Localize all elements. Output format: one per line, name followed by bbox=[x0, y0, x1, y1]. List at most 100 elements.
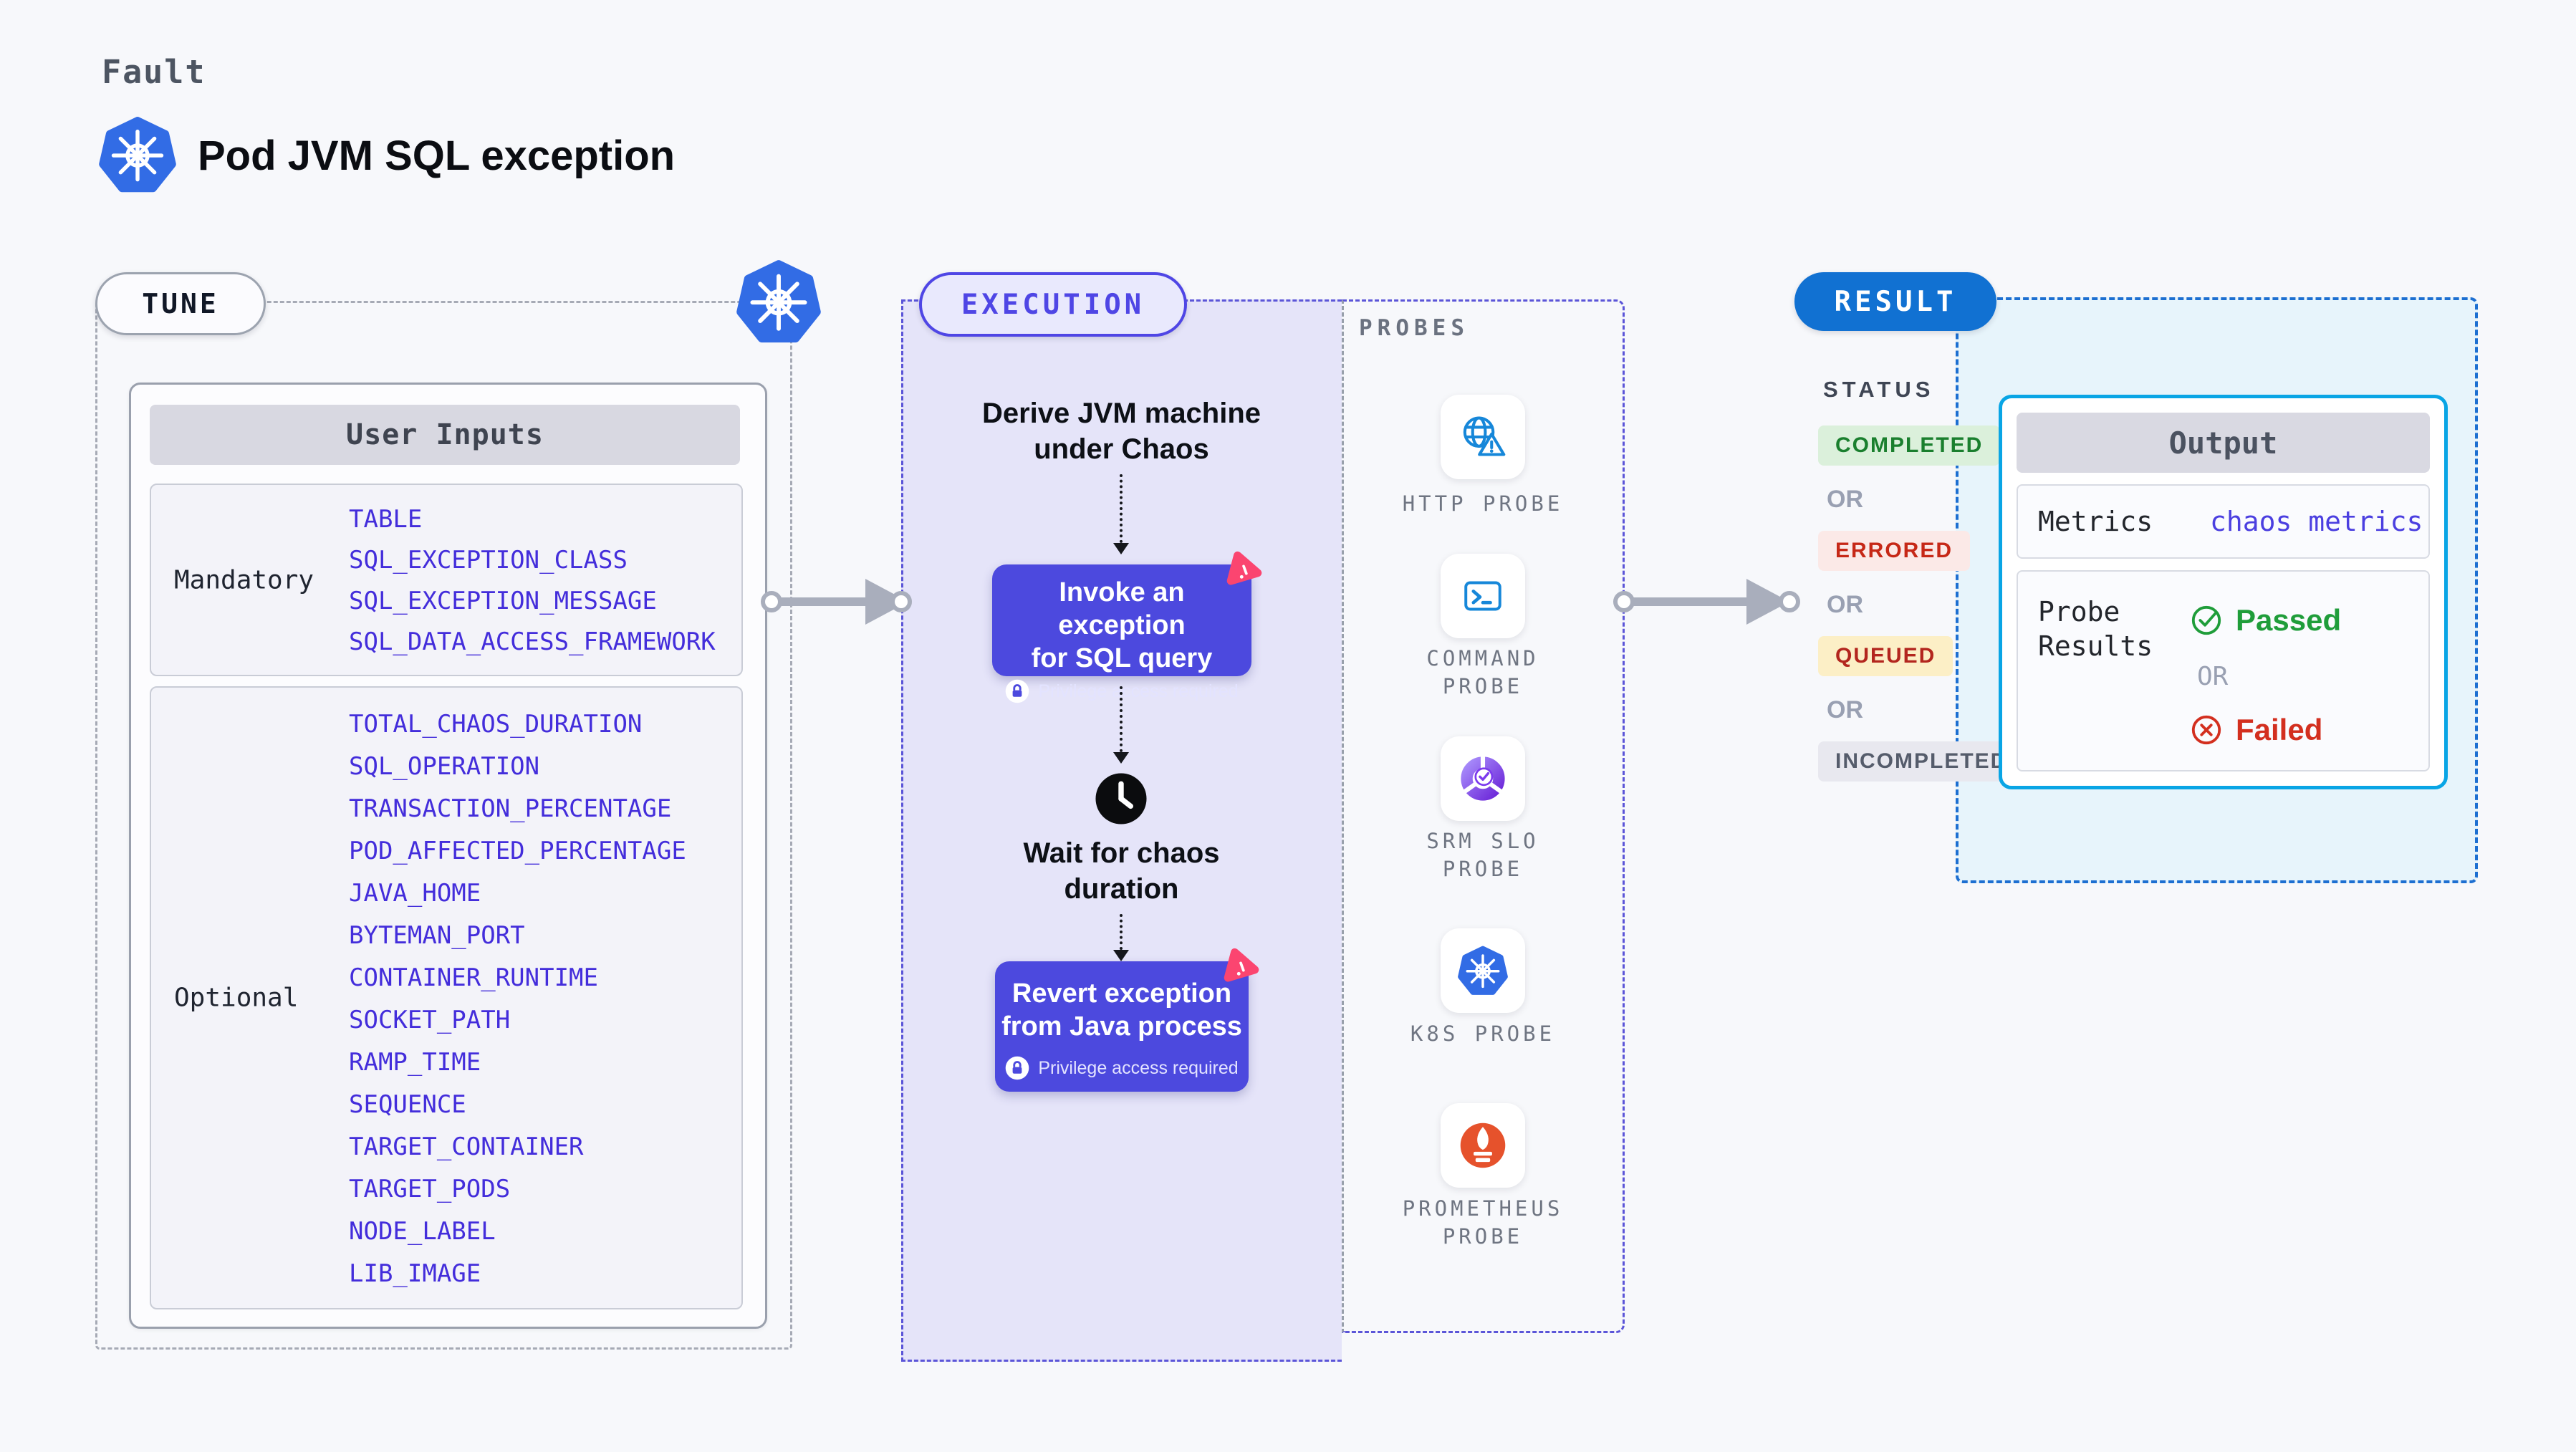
revert-title-line1: Revert exception bbox=[1011, 979, 1232, 1009]
metrics-label: Metrics bbox=[2038, 506, 2153, 537]
wait-step-text: Wait for chaos duration bbox=[901, 835, 1342, 907]
derive-line1: Derive JVM machine bbox=[981, 398, 1261, 429]
litmus-chaos-icon bbox=[1226, 551, 1262, 585]
failed-result: Failed bbox=[2190, 713, 2341, 747]
prometheus-flame-icon bbox=[1460, 1122, 1506, 1168]
param-item: SQL_OPERATION bbox=[349, 752, 540, 781]
param-item: BYTEMAN_PORT bbox=[349, 921, 525, 950]
probe-results-row: Probe Results Passed OR Faile bbox=[2017, 570, 2430, 771]
arrow-shaft bbox=[774, 597, 867, 606]
slo-donut-check-icon bbox=[1461, 755, 1505, 801]
connector-dot bbox=[761, 591, 782, 612]
lock-icon bbox=[1006, 679, 1029, 703]
wait-line1: Wait for chaos bbox=[1023, 837, 1220, 869]
lock-icon bbox=[1006, 1056, 1029, 1080]
probe-label: SRM SLO PROBE bbox=[1426, 829, 1539, 881]
probe-label: HTTP PROBE bbox=[1402, 491, 1564, 516]
revert-title-line2: from Java process bbox=[1001, 1011, 1242, 1042]
revert-exception-node: Revert exception from Java process Privi… bbox=[995, 948, 1259, 1092]
fault-kicker: Fault bbox=[102, 53, 206, 91]
param-item: TARGET_CONTAINER bbox=[349, 1133, 584, 1161]
tune-section-pill: TUNE bbox=[95, 272, 266, 335]
optional-params-box: Optional TOTAL_CHAOS_DURATION SQL_OPERAT… bbox=[150, 686, 743, 1309]
probes-section-box bbox=[1342, 299, 1625, 1333]
mandatory-label: Mandatory bbox=[174, 565, 314, 595]
privilege-badge-text: Privilege access required bbox=[1038, 681, 1239, 701]
flow-connector bbox=[1120, 686, 1123, 752]
connector-dot bbox=[1779, 591, 1800, 612]
passed-result: Passed bbox=[2190, 603, 2341, 638]
probe-label: COMMAND PROBE bbox=[1426, 646, 1539, 698]
probe-label: K8S PROBE bbox=[1410, 1021, 1556, 1046]
probe-label: PROMETHEUS PROBE bbox=[1402, 1196, 1564, 1249]
terminal-icon bbox=[1464, 581, 1501, 611]
or-separator: OR bbox=[1827, 591, 1863, 618]
probe-results-label: Probe Results bbox=[2038, 596, 2153, 662]
derive-step-text: Derive JVM machine under Chaos bbox=[901, 395, 1342, 467]
param-item: TARGET_PODS bbox=[349, 1175, 511, 1203]
connector-dot bbox=[890, 591, 912, 612]
privilege-badge-text: Privilege access required bbox=[1038, 1057, 1239, 1078]
param-item: SQL_EXCEPTION_MESSAGE bbox=[349, 587, 657, 615]
connector-dot bbox=[1613, 591, 1635, 612]
page-title: Pod JVM SQL exception bbox=[198, 133, 676, 179]
k8s-probe-card bbox=[1441, 928, 1525, 1013]
http-probe-card bbox=[1441, 395, 1525, 479]
flow-connector bbox=[1120, 914, 1123, 950]
arrow-execution-to-result bbox=[1612, 579, 1802, 625]
status-badge: ERRORED bbox=[1818, 531, 1971, 571]
param-item: CONTAINER_RUNTIME bbox=[349, 963, 598, 992]
status-title: STATUS bbox=[1823, 377, 1935, 402]
tune-section-box bbox=[95, 301, 792, 1350]
mandatory-params-box: Mandatory TABLE SQL_EXCEPTION_CLASS SQL_… bbox=[150, 484, 743, 676]
param-item: SQL_EXCEPTION_CLASS bbox=[349, 546, 628, 574]
derive-line2: under Chaos bbox=[1034, 433, 1209, 465]
x-circle-icon bbox=[2191, 715, 2221, 745]
param-item: NODE_LABEL bbox=[349, 1217, 496, 1246]
status-badge: COMPLETED bbox=[1818, 425, 2001, 466]
user-inputs-card: User Inputs Mandatory TABLE SQL_EXCEPTIO… bbox=[129, 383, 767, 1329]
clock-icon bbox=[1095, 773, 1147, 824]
check-circle-icon bbox=[2191, 605, 2221, 635]
arrow-down-icon bbox=[1113, 950, 1129, 961]
execution-section-pill: EXECUTION bbox=[919, 272, 1187, 337]
status-badge: QUEUED bbox=[1818, 636, 1953, 676]
param-item: RAMP_TIME bbox=[349, 1048, 481, 1077]
status-badge: INCOMPLETED bbox=[1818, 741, 2025, 782]
invoke-title-line2: for SQL query bbox=[1031, 643, 1213, 673]
param-item: TOTAL_CHAOS_DURATION bbox=[349, 710, 643, 739]
param-item: SEQUENCE bbox=[349, 1090, 466, 1119]
probes-title: PROBES bbox=[1359, 315, 1469, 341]
invoke-title-line1: Invoke an exception bbox=[1058, 577, 1186, 640]
param-item: SOCKET_PATH bbox=[349, 1006, 511, 1034]
passed-text: Passed bbox=[2236, 603, 2342, 637]
param-item: SQL_DATA_ACCESS_FRAMEWORK bbox=[349, 628, 716, 656]
flow-connector bbox=[1120, 474, 1123, 543]
param-item: POD_AFFECTED_PERCENTAGE bbox=[349, 837, 686, 865]
output-header: Output bbox=[2017, 413, 2430, 473]
result-section-pill: RESULT bbox=[1794, 272, 1996, 331]
failed-text: Failed bbox=[2236, 713, 2323, 746]
user-inputs-header: User Inputs bbox=[150, 405, 740, 465]
command-probe-card bbox=[1441, 554, 1525, 638]
param-item: LIB_IMAGE bbox=[349, 1259, 481, 1288]
invoke-exception-node: Invoke an exception for SQL query Privil… bbox=[992, 551, 1262, 703]
arrow-shaft bbox=[1626, 597, 1748, 606]
wait-line2: duration bbox=[1064, 873, 1179, 905]
globe-warning-icon bbox=[1463, 416, 1506, 456]
litmus-chaos-icon bbox=[1224, 948, 1259, 982]
kubernetes-icon bbox=[736, 258, 821, 345]
arrow-down-icon bbox=[1113, 752, 1129, 764]
prometheus-probe-card bbox=[1441, 1103, 1525, 1188]
or-separator: OR bbox=[2197, 662, 2229, 691]
srm-slo-probe-card bbox=[1441, 736, 1525, 821]
metrics-value: chaos metrics bbox=[2210, 506, 2423, 537]
metrics-row: Metrics chaos metrics bbox=[2017, 484, 2430, 559]
param-item: TABLE bbox=[349, 505, 423, 534]
param-item: JAVA_HOME bbox=[349, 879, 481, 908]
or-separator: OR bbox=[1827, 696, 1863, 723]
or-separator: OR bbox=[1827, 486, 1863, 513]
kubernetes-icon bbox=[99, 116, 176, 193]
output-card: Output Metrics chaos metrics Probe Resul… bbox=[1999, 395, 2448, 789]
